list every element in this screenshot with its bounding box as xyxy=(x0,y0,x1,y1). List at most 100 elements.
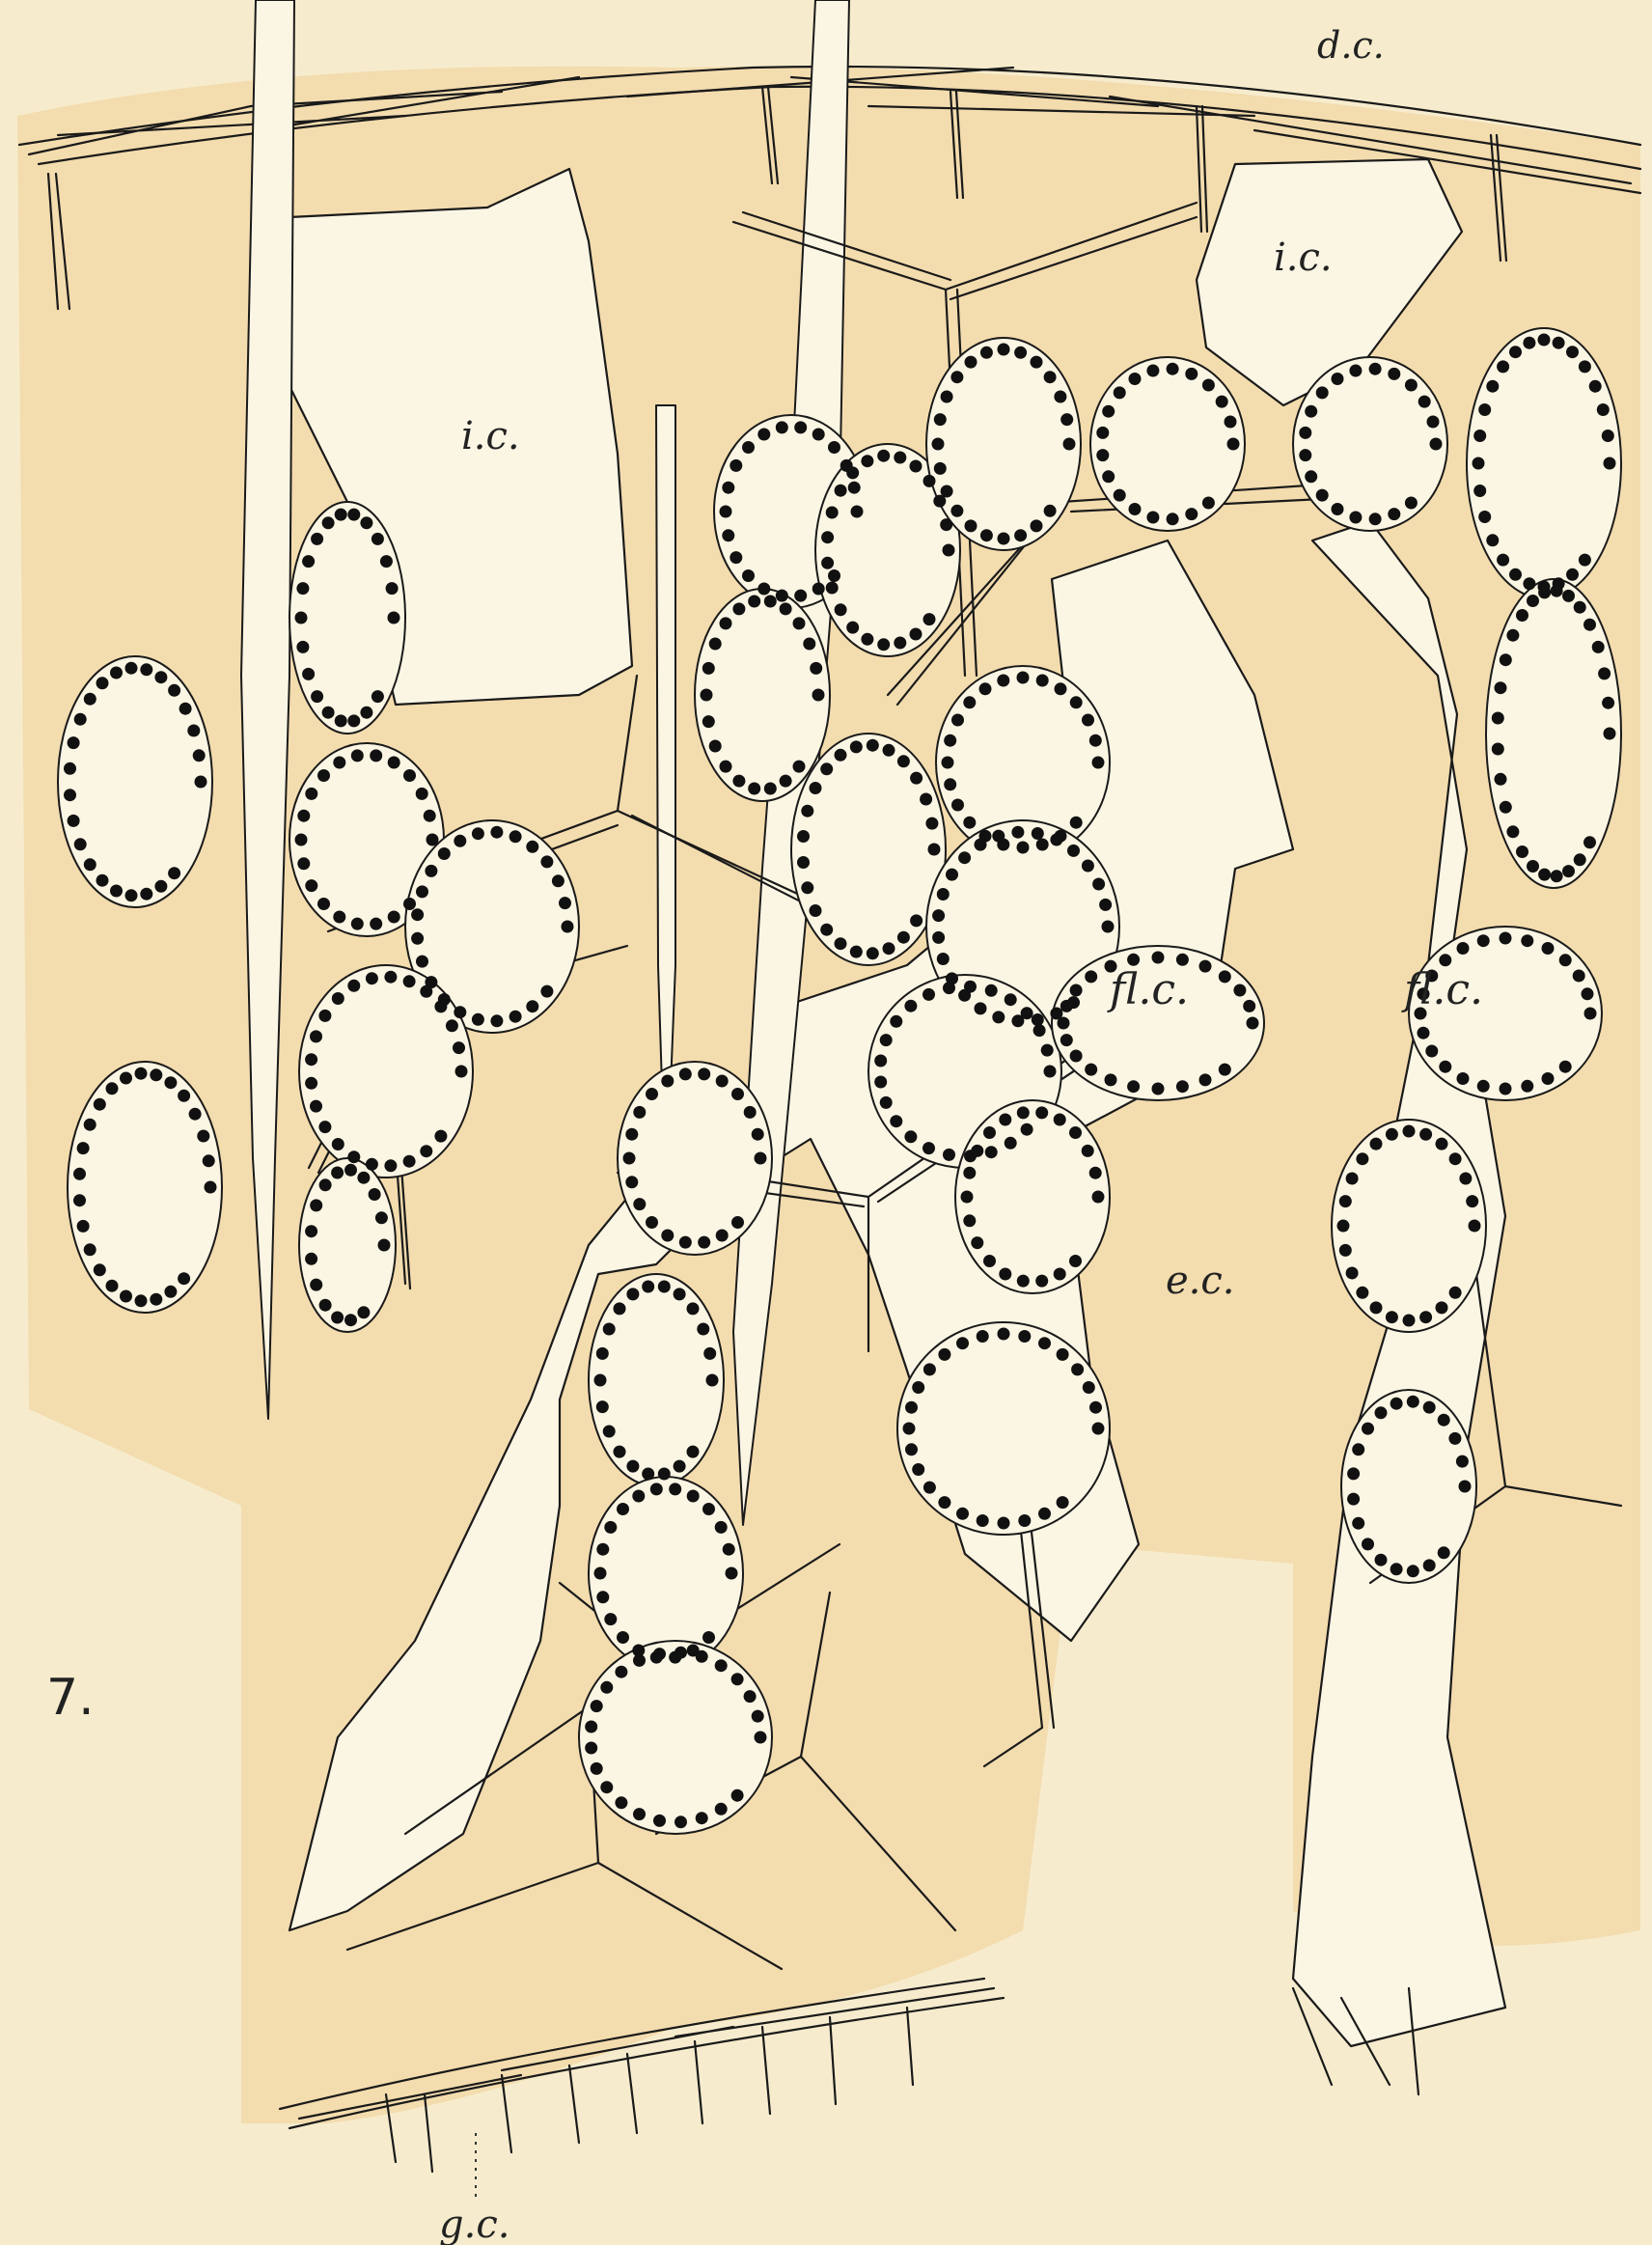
collar-cell-dot xyxy=(77,1220,90,1233)
collar-cell-dot xyxy=(403,975,416,987)
collar-cell-dot xyxy=(1332,503,1344,515)
collar-cell-dot xyxy=(600,1681,613,1694)
collar-cell-dot xyxy=(357,1172,370,1184)
collar-cell-dot xyxy=(910,460,922,473)
chamber xyxy=(791,734,946,965)
collar-cell-dot xyxy=(526,1000,538,1012)
collar-cell-dot xyxy=(615,1666,627,1678)
collar-cell-dot xyxy=(96,677,109,689)
collar-cell-dot xyxy=(720,617,732,629)
chamber xyxy=(618,1062,772,1255)
collar-cell-dot xyxy=(1063,438,1076,451)
collar-cell-dot xyxy=(998,344,1010,356)
collar-cell-dot xyxy=(1589,380,1602,393)
collar-cell-dot xyxy=(603,1323,616,1336)
collar-cell-dot xyxy=(594,1567,607,1580)
collar-cell-dot xyxy=(998,1328,1010,1341)
collar-cell-dot xyxy=(604,1521,617,1534)
collar-cell-dot xyxy=(366,972,378,984)
collar-cell-dot xyxy=(1538,586,1551,598)
collar-cell-dot xyxy=(1167,513,1179,525)
collar-cell-dot xyxy=(434,1130,447,1143)
collar-cell-dot xyxy=(203,1154,215,1167)
collar-cell-dot xyxy=(958,851,971,864)
collar-cell-dot xyxy=(1527,860,1539,873)
collar-cell-dot xyxy=(992,1011,1005,1023)
collar-cell-dot xyxy=(658,1281,671,1293)
collar-cell-dot xyxy=(1559,1061,1572,1073)
collar-cell-dot xyxy=(932,931,945,944)
collar-cell-dot xyxy=(178,1090,190,1102)
collar-cell-dot xyxy=(1299,427,1311,439)
collar-cell-dot xyxy=(812,429,825,441)
collar-cell-dot xyxy=(980,529,993,541)
collar-cell-dot xyxy=(106,1280,119,1292)
collar-cell-dot xyxy=(596,1347,609,1360)
collar-cell-dot xyxy=(835,485,847,497)
collar-cell-dot xyxy=(1500,932,1512,945)
collar-cell-dot xyxy=(562,921,574,933)
collar-cell-dot xyxy=(1370,1301,1383,1314)
collar-cell-dot xyxy=(943,982,955,994)
collar-cell-dot xyxy=(633,1654,646,1667)
collar-cell-dot xyxy=(944,778,956,790)
collar-cell-dot xyxy=(679,1236,692,1249)
collar-cell-dot xyxy=(1146,365,1159,377)
collar-cell-dot xyxy=(164,1076,177,1089)
collar-cell-dot xyxy=(1199,960,1212,973)
collar-cell-dot xyxy=(305,879,317,892)
collar-cell-dot xyxy=(347,509,360,521)
collar-cell-dot xyxy=(1114,386,1126,399)
collar-cell-dot xyxy=(715,1659,728,1672)
collar-cell-dot xyxy=(985,984,998,997)
collar-cell-dot xyxy=(780,602,792,615)
collar-cell-dot xyxy=(1592,641,1605,653)
collar-cell-dot xyxy=(883,942,895,955)
collar-cell-dot xyxy=(642,1281,654,1293)
collar-cell-dot xyxy=(938,1496,950,1509)
collar-cell-dot xyxy=(150,1068,162,1081)
collar-cell-dot xyxy=(150,1293,162,1306)
collar-cell-dot xyxy=(1439,1061,1451,1073)
collar-cell-dot xyxy=(801,805,813,818)
collar-cell-dot xyxy=(331,1312,344,1324)
collar-cell-dot xyxy=(296,641,309,653)
collar-cell-dot xyxy=(702,1503,715,1515)
collar-cell-dot xyxy=(1014,346,1027,359)
collar-cell-dot xyxy=(380,555,393,568)
collar-cell-dot xyxy=(716,1075,729,1088)
collar-cell-dot xyxy=(963,817,976,829)
collar-cell-dot xyxy=(1604,457,1616,470)
collar-cell-dot xyxy=(372,690,384,703)
collar-cell-dot xyxy=(73,1168,86,1180)
collar-cell-dot xyxy=(1058,1017,1070,1030)
collar-cell-dot xyxy=(801,881,813,894)
collar-cell-dot xyxy=(890,1015,902,1028)
collar-cell-dot xyxy=(305,1225,317,1237)
collar-cell-dot xyxy=(904,1130,917,1143)
collar-cell-dot xyxy=(94,1263,106,1276)
collar-cell-dot xyxy=(696,1812,708,1824)
collar-cell-dot xyxy=(1057,1348,1069,1361)
collar-cell-dot xyxy=(1497,360,1509,373)
collar-cell-dot xyxy=(1362,1423,1374,1435)
collar-cell-dot xyxy=(318,1121,331,1133)
collar-cell-dot xyxy=(722,482,734,494)
collar-cell-dot xyxy=(731,1088,744,1100)
collar-cell-dot xyxy=(977,1514,989,1527)
collar-cell-dot xyxy=(333,757,345,769)
collar-cell-dot xyxy=(420,1145,432,1157)
collar-cell-dot xyxy=(1176,1080,1189,1093)
collar-cell-dot xyxy=(490,1014,503,1027)
collar-cell-dot xyxy=(764,783,777,795)
chamber xyxy=(1341,1390,1476,1583)
collar-cell-dot xyxy=(706,1374,719,1387)
collar-cell-dot xyxy=(1227,438,1240,451)
collar-cell-dot xyxy=(1005,1137,1017,1150)
collar-cell-dot xyxy=(68,815,80,827)
collar-cell-dot xyxy=(1506,825,1519,838)
collar-cell-dot xyxy=(195,776,207,789)
collar-cell-dot xyxy=(1362,1538,1374,1550)
collar-cell-dot xyxy=(894,452,906,464)
